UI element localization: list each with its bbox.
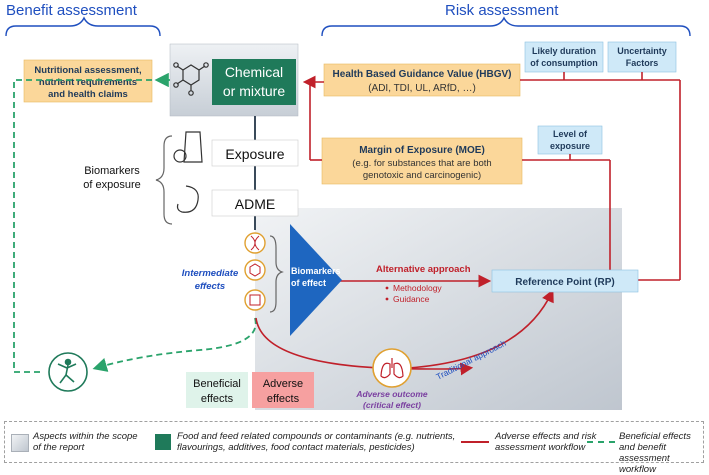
uncertainty-box: [607, 41, 677, 73]
biomarkers-exposure-line2: of exposure: [83, 179, 140, 191]
adverse-outcome-line2: (critical effect): [363, 400, 421, 410]
biomarkers-brace: [155, 135, 173, 225]
person-icon: [57, 358, 77, 384]
level-exposure-line2: exposure: [550, 141, 590, 151]
exposure-label: Exposure: [225, 146, 284, 162]
adme-label: ADME: [235, 196, 275, 212]
moe-title: Margin of Exposure (MOE): [359, 145, 485, 156]
chemical-box: [212, 59, 296, 105]
guidance-item: Guidance: [393, 294, 430, 304]
adverse-line1: Adverse: [263, 378, 303, 390]
legend-adverse-line: [461, 441, 489, 443]
beneficial-line2: effects: [201, 393, 234, 405]
benefit-assessment-title: Benefit assessment: [6, 2, 138, 19]
molecule-icon: [173, 62, 209, 96]
reference-point-label: Reference Point (RP): [515, 277, 614, 288]
duration-box: [524, 41, 604, 73]
food-icon: [173, 131, 203, 163]
hbgv-sub: (ADI, TDI, UL, ARfD, …): [368, 83, 476, 94]
legend-beneficial-line: [587, 441, 615, 443]
exposure-box: [211, 139, 299, 167]
benefit-flow-left: [13, 79, 170, 373]
risk-header: Risk assessment: [321, 2, 691, 37]
duration-line1: Likely duration: [532, 46, 596, 56]
biomarkers-effect-line2: of effect: [291, 278, 326, 288]
adverse-line2: effects: [267, 393, 300, 405]
nutritional-box: [23, 59, 153, 103]
legend-compounds-swatch: [155, 434, 171, 450]
hbgv-box: [323, 63, 521, 97]
alternative-approach: Alternative approach: [376, 264, 471, 275]
nutritional-line3: and health claims: [48, 89, 128, 100]
intermediate-line1: Intermediate: [182, 268, 239, 279]
adme-box: [211, 189, 299, 217]
beneficial-effects-box: [186, 372, 248, 408]
adverse-effects-box: [252, 372, 314, 408]
intermediate-line2: effects: [195, 281, 225, 292]
benefit-flow-curve: [92, 317, 257, 372]
moe-box: [321, 137, 523, 185]
nutritional-line1: Nutritional assessment,: [34, 65, 141, 76]
uncertainty-line2: Factors: [626, 58, 659, 68]
adverse-outcome-line1: Adverse outcome: [355, 389, 428, 399]
beneficial-line1: Beneficial: [193, 378, 241, 390]
legend-compounds-text: Food and feed related compounds or conta…: [177, 431, 456, 453]
risk-assessment-title: Risk assessment: [445, 2, 559, 19]
wellbeing-icon: [48, 352, 88, 392]
uncertainty-line1: Uncertainty: [617, 46, 667, 56]
chemical-line1: Chemical: [225, 64, 283, 80]
intermediate-icons: [244, 232, 266, 311]
reference-point-box: [491, 269, 639, 293]
biomarkers-exposure-line1: Biomarkers: [84, 165, 140, 177]
lungs-icon: [380, 358, 404, 379]
nutritional-line2: nutrient requirements: [39, 77, 137, 88]
intermediate-brace: [269, 235, 284, 313]
scope-panel: [255, 208, 622, 410]
stomach-icon: [176, 185, 199, 213]
chemical-line2: or mixture: [223, 83, 285, 99]
hbgv-title: Health Based Guidance Value (HBGV): [333, 69, 512, 80]
legend-scope-swatch: [11, 434, 29, 452]
biomarkers-effect-line1: Biomarkers: [291, 266, 341, 276]
level-exposure-line1: Level of: [553, 129, 588, 139]
moe-sub2: genotoxic and carcinogenic): [363, 170, 481, 181]
duration-line2: of consumption: [530, 58, 598, 68]
biomarkers-effect-triangle: [290, 224, 342, 336]
moe-sub1: (e.g. for substances that are both: [352, 158, 491, 169]
benefit-header: Benefit assessment: [5, 2, 161, 37]
risk-workflow-lines: [255, 72, 681, 376]
methodology-item: Methodology: [393, 283, 442, 293]
